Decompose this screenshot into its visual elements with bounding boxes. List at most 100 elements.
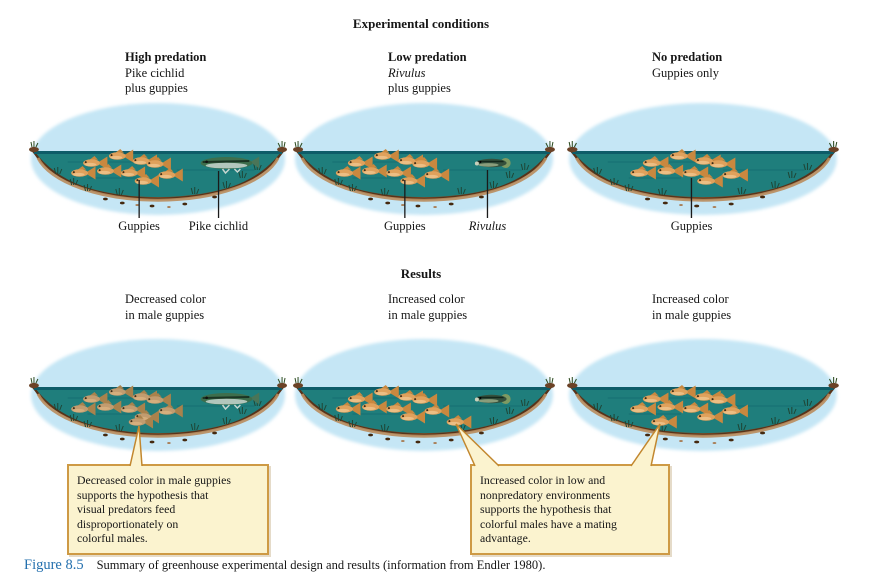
aquarium-result-no-predation bbox=[566, 336, 842, 476]
plant-tuft bbox=[348, 420, 357, 428]
guppy bbox=[412, 157, 438, 171]
guppy bbox=[374, 149, 399, 163]
guppy bbox=[386, 166, 411, 180]
guppy bbox=[108, 385, 134, 399]
result-header-increased-color-low: Increased color in male guppies bbox=[388, 292, 467, 323]
guppy bbox=[630, 402, 656, 416]
guppy bbox=[630, 166, 656, 180]
plant-tuft bbox=[787, 171, 797, 179]
plant-tuft bbox=[593, 403, 603, 411]
condition-line: Rivulus bbox=[388, 65, 426, 80]
guppy bbox=[120, 166, 146, 180]
plant-tuft bbox=[737, 423, 747, 431]
aquarium-no-predation: Guppies bbox=[566, 100, 842, 240]
figure-caption-text: Summary of greenhouse experimental desig… bbox=[96, 558, 546, 572]
plant-tuft bbox=[334, 178, 343, 186]
callout-increased-color: Increased color in low and nonpredatory … bbox=[470, 464, 670, 555]
plant-tuft bbox=[520, 399, 530, 407]
condition-heading: High predation bbox=[125, 50, 207, 64]
guppy bbox=[374, 385, 399, 399]
aquarium-result-high-predation bbox=[28, 336, 290, 476]
scene-label: Rivulus bbox=[468, 219, 507, 233]
guppy bbox=[71, 402, 96, 416]
pond-scene bbox=[28, 103, 288, 218]
guppy bbox=[386, 402, 411, 416]
plant-tuft bbox=[83, 420, 92, 428]
result-line: in male guppies bbox=[388, 307, 468, 322]
rivulus bbox=[474, 394, 511, 404]
pond-scene bbox=[567, 339, 839, 451]
plant-tuft bbox=[238, 407, 247, 415]
plant-tuft bbox=[115, 424, 124, 432]
figure-number-label: Figure 8.5 bbox=[24, 557, 84, 573]
plant-tuft bbox=[334, 414, 343, 422]
plant-tuft bbox=[83, 184, 92, 192]
guppy bbox=[362, 164, 387, 178]
plant-tuft bbox=[318, 403, 327, 411]
guppy bbox=[657, 400, 684, 414]
plant-tuft bbox=[348, 184, 357, 192]
condition-line: plus guppies bbox=[388, 81, 451, 95]
guppy bbox=[682, 166, 709, 180]
guppy bbox=[642, 392, 669, 406]
guppy bbox=[335, 402, 361, 416]
condition-header-no-predation: No predation Guppies only bbox=[652, 50, 722, 81]
plant-tuft bbox=[803, 399, 813, 407]
guppy bbox=[424, 168, 450, 182]
guppy bbox=[412, 393, 438, 407]
guppy bbox=[400, 410, 425, 424]
guppy bbox=[709, 393, 736, 407]
result-line: Increased color bbox=[652, 292, 729, 306]
guppy bbox=[146, 393, 171, 407]
condition-heading: No predation bbox=[652, 50, 723, 64]
plant-tuft bbox=[69, 414, 79, 422]
pond-scene bbox=[567, 103, 839, 218]
aquarium-low-predation: Guppies Rivulus bbox=[292, 100, 558, 240]
guppy bbox=[83, 392, 108, 406]
guppy bbox=[347, 392, 373, 406]
pike-cichlid bbox=[200, 392, 260, 411]
guppy bbox=[158, 168, 183, 182]
plant-tuft bbox=[53, 403, 63, 411]
guppy bbox=[642, 156, 669, 170]
guppy bbox=[108, 149, 134, 163]
condition-header-high-predation: High predation Pike cichlid plus guppies bbox=[125, 50, 206, 97]
plant-tuft bbox=[318, 167, 327, 175]
guppy bbox=[96, 400, 122, 414]
plant-tuft bbox=[593, 167, 603, 175]
callout-decreased-color: Decreased color in male guppies supports… bbox=[67, 464, 269, 555]
guppy bbox=[722, 168, 748, 182]
guppy bbox=[362, 400, 387, 414]
rivulus bbox=[474, 158, 511, 168]
plant-tuft bbox=[53, 167, 63, 175]
plant-tuft bbox=[787, 407, 797, 415]
plant-tuft bbox=[115, 188, 124, 196]
guppy bbox=[146, 157, 171, 171]
scene-label: Pike cichlid bbox=[188, 219, 249, 233]
plant-tuft bbox=[770, 417, 780, 425]
plant-tuft bbox=[609, 414, 619, 422]
condition-line: Guppies only bbox=[652, 65, 720, 80]
pond-scene bbox=[293, 339, 555, 451]
guppy bbox=[682, 402, 709, 416]
pond-scene bbox=[28, 339, 288, 451]
result-line: in male guppies bbox=[125, 307, 205, 322]
guppy bbox=[158, 404, 183, 418]
guppy bbox=[722, 404, 748, 418]
guppy bbox=[83, 156, 108, 170]
plant-tuft bbox=[609, 178, 619, 186]
plant-tuft bbox=[737, 187, 747, 195]
result-header-increased-color-no: Increased color in male guppies bbox=[652, 292, 731, 323]
result-header-decreased-color: Decreased color in male guppies bbox=[125, 292, 206, 323]
plant-tuft bbox=[624, 184, 634, 192]
scene-label: Guppies bbox=[383, 219, 426, 233]
plant-tuft bbox=[505, 407, 515, 415]
plant-tuft bbox=[520, 163, 530, 171]
guppy bbox=[335, 166, 361, 180]
condition-header-low-predation: Low predation Rivulus plus guppies bbox=[388, 50, 467, 97]
plant-tuft bbox=[658, 188, 667, 196]
scene-label: Guppies bbox=[670, 219, 713, 233]
plant-tuft bbox=[190, 187, 200, 195]
